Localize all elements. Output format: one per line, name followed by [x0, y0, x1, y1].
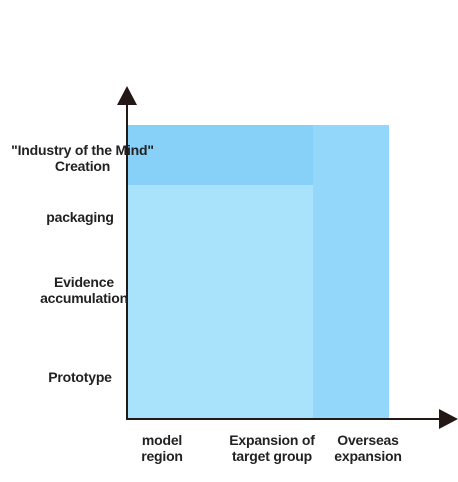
y-axis-arrowhead [117, 86, 137, 105]
overlap-region [127, 125, 313, 185]
y-label-industry-of-the-mind: "Industry of the Mind" Creation [11, 142, 154, 174]
x-label-expansion-of-target-group: Expansion of target group [229, 432, 315, 464]
x-axis-arrowhead [439, 409, 458, 429]
y-label-packaging: packaging [46, 209, 114, 225]
y-label-prototype: Prototype [48, 369, 112, 385]
x-label-model-region: model region [141, 432, 183, 464]
y-label-evidence-accumulation: Evidence accumulation [40, 274, 128, 306]
inner-region [127, 185, 313, 419]
x-label-overseas-expansion: Overseas expansion [334, 432, 402, 464]
